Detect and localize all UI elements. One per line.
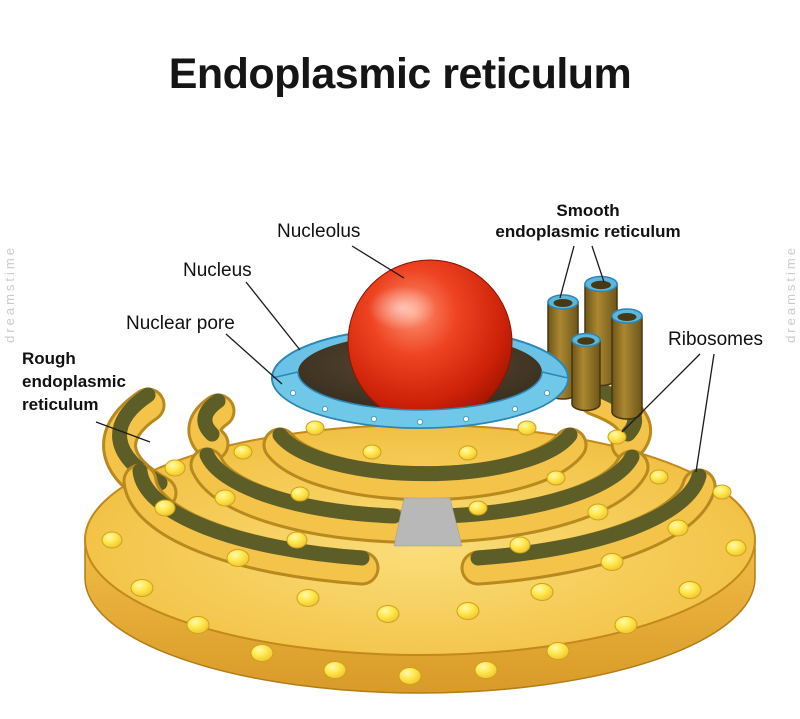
nuclear-envelope-front (271, 371, 569, 429)
label-nucleus: Nucleus (183, 260, 252, 281)
er-entrance-gap (393, 497, 463, 547)
rough-er-cisternae (102, 387, 717, 586)
leader-line-nucleolus (351, 245, 405, 279)
label-rough-er-line1: Rough (22, 349, 76, 368)
page-title: Endoplasmic reticulum (168, 50, 632, 98)
leader-lines (95, 245, 715, 473)
watermark-left: dreamstime (2, 245, 17, 343)
leader-line-ribosomes-2 (695, 353, 715, 473)
smooth-er-tube (571, 332, 601, 412)
nuclear-pores (289, 389, 551, 425)
rough-er-back-walls (187, 381, 653, 462)
leader-line-nuclear-pore (225, 333, 283, 385)
leader-line-ribosomes-1 (621, 353, 701, 433)
watermark-right: dreamstime (783, 245, 798, 343)
leader-line-rough-er (95, 421, 151, 443)
ribosome-dots (101, 420, 747, 685)
label-rough-er: Rough endoplasmic reticulum (22, 347, 126, 416)
smooth-er-tubes (547, 275, 643, 420)
label-nucleolus: Nucleolus (277, 221, 361, 242)
leader-line-nucleus (245, 281, 301, 351)
leader-line-smooth-er-1 (559, 245, 575, 299)
label-rough-er-line2: endoplasmic (22, 372, 126, 391)
label-smooth-er: Smooth endoplasmic reticulum (468, 200, 708, 242)
label-nuclear-pore: Nuclear pore (126, 313, 235, 334)
smooth-er-tube (611, 308, 643, 420)
leader-line-smooth-er-2 (591, 245, 605, 283)
label-smooth-er-line2: endoplasmic reticulum (495, 222, 681, 241)
nucleus-group (271, 259, 569, 429)
label-ribosomes: Ribosomes (668, 329, 764, 350)
label-smooth-er-line1: Smooth (556, 201, 620, 220)
label-rough-er-line3: reticulum (22, 395, 99, 414)
nucleolus-highlight (368, 286, 436, 330)
nucleolus-sphere (347, 259, 513, 425)
rough-er-base-disc (84, 424, 756, 694)
